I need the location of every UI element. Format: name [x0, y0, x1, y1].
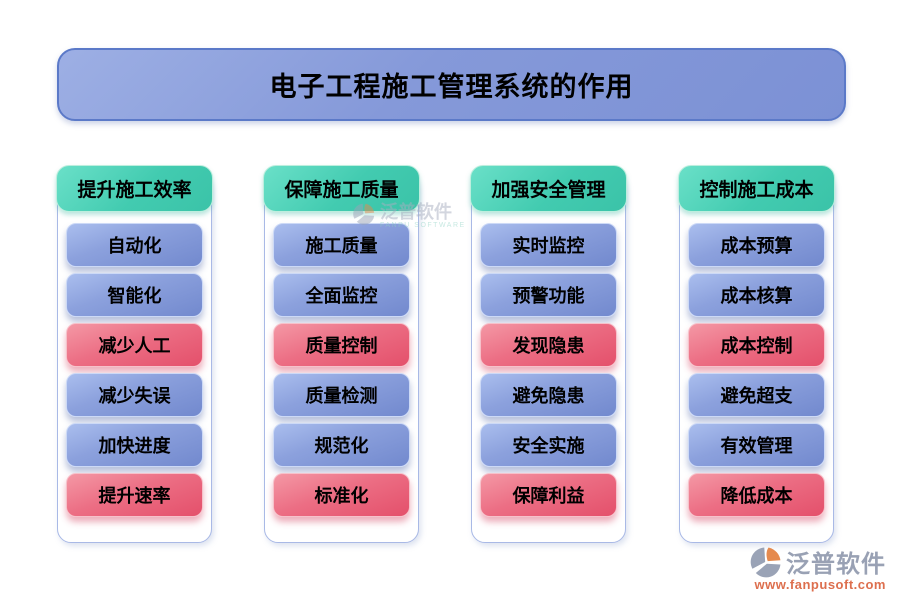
item-node: 提升速率 [66, 473, 203, 517]
column-items: 自动化 智能化 减少人工 减少失误 加快进度 提升速率 [66, 223, 203, 517]
column-strengthen-safety: 加强安全管理 实时监控 预警功能 发现隐患 避免隐患 安全实施 保障利益 [470, 165, 627, 543]
item-node: 质量检测 [273, 373, 410, 417]
column-header: 控制施工成本 [678, 165, 835, 212]
column-improve-efficiency: 提升施工效率 自动化 智能化 减少人工 减少失误 加快进度 提升速率 [56, 165, 213, 543]
item-node: 降低成本 [688, 473, 825, 517]
item-node: 有效管理 [688, 423, 825, 467]
item-node: 安全实施 [480, 423, 617, 467]
item-node: 标准化 [273, 473, 410, 517]
fanpu-logo-icon [749, 545, 783, 579]
item-node: 避免隐患 [480, 373, 617, 417]
column-header-label: 加强安全管理 [491, 180, 606, 201]
item-node: 发现隐患 [480, 323, 617, 367]
column-header-label: 提升施工效率 [77, 180, 192, 201]
footer-brand-url: www.fanpusoft.com [754, 577, 886, 592]
item-node: 全面监控 [273, 273, 410, 317]
column-items: 施工质量 全面监控 质量控制 质量检测 规范化 标准化 [273, 223, 410, 517]
column-header-label: 控制施工成本 [699, 180, 814, 201]
item-node: 加快进度 [66, 423, 203, 467]
item-node: 规范化 [273, 423, 410, 467]
column-ensure-quality: 保障施工质量 施工质量 全面监控 质量控制 质量检测 规范化 标准化 [263, 165, 420, 543]
item-node: 自动化 [66, 223, 203, 267]
item-node: 智能化 [66, 273, 203, 317]
column-items: 实时监控 预警功能 发现隐患 避免隐患 安全实施 保障利益 [480, 223, 617, 517]
column-items: 成本预算 成本核算 成本控制 避免超支 有效管理 降低成本 [688, 223, 825, 517]
column-header-label: 保障施工质量 [284, 180, 399, 201]
item-node: 成本预算 [688, 223, 825, 267]
item-node: 成本核算 [688, 273, 825, 317]
footer-brand-text: 泛普软件 [786, 551, 886, 578]
item-node: 质量控制 [273, 323, 410, 367]
column-header: 加强安全管理 [470, 165, 627, 212]
footer-brand: 泛普软件 www.fanpusoft.com [749, 544, 886, 592]
item-node: 减少失误 [66, 373, 203, 417]
item-node: 预警功能 [480, 273, 617, 317]
column-control-cost: 控制施工成本 成本预算 成本核算 成本控制 避免超支 有效管理 降低成本 [678, 165, 835, 543]
diagram-title: 电子工程施工管理系统的作用 [269, 72, 634, 102]
diagram-title-banner: 电子工程施工管理系统的作用 [57, 48, 846, 121]
column-header: 保障施工质量 [263, 165, 420, 212]
item-node: 成本控制 [688, 323, 825, 367]
item-node: 施工质量 [273, 223, 410, 267]
item-node: 保障利益 [480, 473, 617, 517]
item-node: 减少人工 [66, 323, 203, 367]
column-header: 提升施工效率 [56, 165, 213, 212]
item-node: 避免超支 [688, 373, 825, 417]
item-node: 实时监控 [480, 223, 617, 267]
